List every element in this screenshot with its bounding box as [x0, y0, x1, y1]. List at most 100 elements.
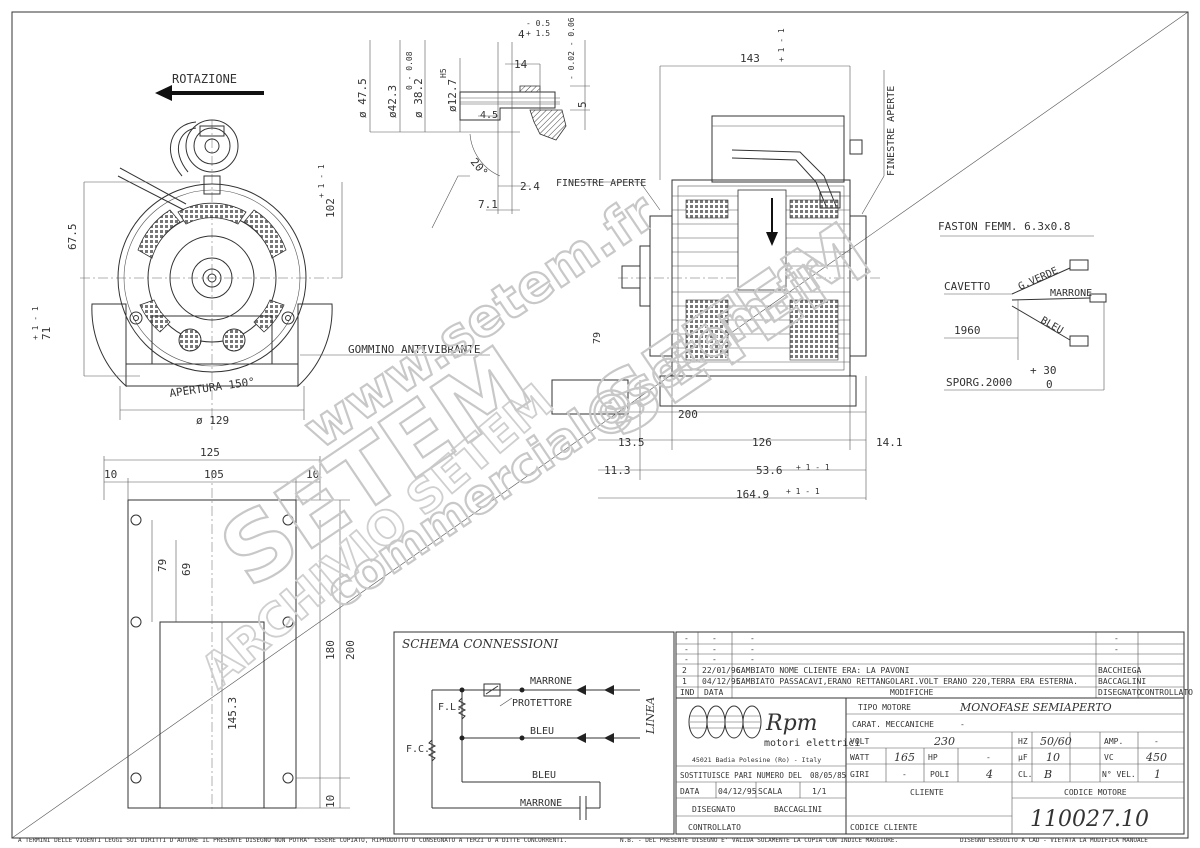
- vc-value: 450: [1145, 751, 1167, 764]
- dim-d105: 105: [204, 468, 224, 481]
- dim-d10-bottom: 10: [324, 795, 337, 808]
- dim-d4: 4: [518, 28, 525, 41]
- schema-bleu-low: BLEU: [532, 770, 556, 781]
- dim-d71-tol: + 1 - 1: [31, 306, 40, 340]
- dim-d180: 180: [324, 640, 337, 660]
- open-windows-1: FINESTRE APERTE: [556, 178, 646, 189]
- cl-label: CL.: [1018, 770, 1032, 779]
- giri-label: GIRI: [850, 770, 869, 779]
- uf-value: 10: [1046, 751, 1060, 764]
- dim-d47-5: ø 47.5: [356, 78, 369, 118]
- schema-fc: F.C.: [406, 744, 430, 755]
- dim-d69: 69: [180, 563, 193, 576]
- codice-cliente-label: CODICE CLIENTE: [850, 823, 918, 832]
- rev-head-data: DATA: [704, 688, 723, 697]
- rev-text: -: [750, 655, 755, 664]
- dim-d7-1: 7.1: [478, 198, 498, 211]
- disegnato-value: BACCAGLINI: [774, 805, 822, 814]
- rev-date: -: [712, 634, 717, 643]
- dim-d200-side: 200: [678, 408, 698, 421]
- carat-label: CARAT. MECCANICHE: [852, 720, 934, 729]
- dim-d102-tol: + 1 - 1: [317, 164, 326, 198]
- dim-d2-4: 2.4: [520, 180, 540, 193]
- rev-date: -: [712, 655, 717, 664]
- company-logo-text: Rpm: [765, 711, 818, 736]
- data-label: DATA: [680, 787, 699, 796]
- disegnato-label: DISEGNATO: [692, 805, 736, 814]
- dim-d4-tol1: - 0.5: [526, 19, 550, 28]
- faston-label: FASTON FEMM. 6.3x0.8: [938, 220, 1070, 233]
- schema-title: SCHEMA CONNESSIONI: [402, 637, 558, 651]
- rev-by: BACCHIEGA: [1098, 666, 1142, 675]
- dim-d42-3: ø42.3: [386, 85, 399, 118]
- dim-d143-tol: + 1 - 1: [777, 28, 786, 62]
- controllato-label: CONTROLLATO: [688, 823, 741, 832]
- rev-date: 22/01/96: [702, 666, 741, 675]
- watt-label: WATT: [850, 753, 869, 762]
- company-logo-icon: [688, 705, 762, 739]
- poli-label: POLI: [930, 770, 949, 779]
- vc-label: VC: [1104, 753, 1114, 762]
- schema-protettore: PROTETTORE: [512, 698, 572, 709]
- giri-value: -: [902, 770, 907, 779]
- codice-motore-value: 110027.10: [1030, 807, 1149, 832]
- dim-d4-5: 4.5: [480, 110, 498, 121]
- rev-ind: 2: [682, 666, 687, 675]
- schema-box: [393, 631, 675, 835]
- dim-d53-6: 53.6: [756, 464, 783, 477]
- rev-text: -: [750, 645, 755, 654]
- dim-d5-tol: - 0.02 - 0.06: [567, 17, 576, 80]
- sheet-border: [11, 11, 1189, 839]
- scala-value: 1/1: [812, 787, 827, 796]
- cl-value: B: [1043, 768, 1052, 781]
- wire-brown: MARRONE: [1050, 288, 1092, 299]
- dim-d13-5: 13.5: [618, 436, 645, 449]
- volt-label: VOLT: [850, 737, 869, 746]
- cable-harness: [940, 235, 1107, 391]
- schema-bleu-mid: BLEU: [530, 726, 554, 737]
- hp-value: -: [986, 753, 991, 762]
- rev-ind: -: [684, 655, 689, 664]
- schema-linea: LINEA: [644, 697, 657, 735]
- dim-d12-7-tol: H5: [439, 68, 448, 78]
- sostituisce-date: 08/05/85: [810, 771, 846, 780]
- dim-d129: ø 129: [196, 414, 229, 427]
- revision-rows: - - - - - - - - - - - 2 22/01/96 CAMBIAT…: [680, 634, 1193, 697]
- nvel-value: 1: [1154, 768, 1161, 781]
- rubber-label: GOMMINO ANTIVIBRANTE: [348, 343, 480, 356]
- front-view: [80, 119, 490, 430]
- dim-d1960: 1960: [954, 324, 981, 337]
- dim-d53-6-tol: + 1 - 1: [796, 463, 830, 472]
- dim-d38-2-tol: 0 - 0.08: [405, 51, 414, 90]
- hp-label: HP: [928, 753, 938, 762]
- dim-d79-bottom: 79: [156, 559, 169, 572]
- dim-d164-9-tol: + 1 - 1: [786, 487, 820, 496]
- amp-label: AMP.: [1104, 737, 1123, 746]
- sostituisce-label: SOSTITUISCE PARI NUMERO DEL: [680, 771, 802, 780]
- tipo-value: MONOFASE SEMIAPERTO: [959, 701, 1112, 714]
- title-block: [675, 697, 1185, 835]
- amp-value: -: [1154, 737, 1159, 746]
- watt-value: 165: [894, 751, 915, 764]
- footer-mid: N.B. - DEL PRESENTE DISEGNO E' VALIDA SO…: [620, 837, 898, 844]
- schema-marrone-low: MARRONE: [520, 798, 562, 809]
- rev-ind: 1: [682, 677, 687, 686]
- dim-d11-3: 11.3: [604, 464, 631, 477]
- rev-ind: -: [684, 634, 689, 643]
- hz-value: 50/60: [1040, 735, 1072, 748]
- tipo-label: TIPO MOTORE: [858, 703, 911, 712]
- schema-marrone-top: MARRONE: [530, 676, 572, 687]
- nvel-label: N° VEL.: [1102, 770, 1136, 779]
- sporg-label: SPORG.2000: [946, 376, 1012, 389]
- cliente-label: CLIENTE: [910, 788, 944, 797]
- scala-label: SCALA: [758, 787, 782, 796]
- dim-d71: 71: [40, 327, 53, 340]
- rev-date: 04/12/95: [702, 677, 741, 686]
- dim-d200-bottom: 200: [344, 640, 357, 660]
- sporg-tol-plus: + 30: [1030, 364, 1057, 377]
- company-address: 45021 Badia Polesine (Ro) - Italy: [692, 756, 821, 764]
- dim-d14-1: 14.1: [876, 436, 903, 449]
- dim-d5: 5: [576, 101, 589, 108]
- rev-by: -: [1114, 645, 1119, 654]
- bottom-view: [103, 456, 350, 812]
